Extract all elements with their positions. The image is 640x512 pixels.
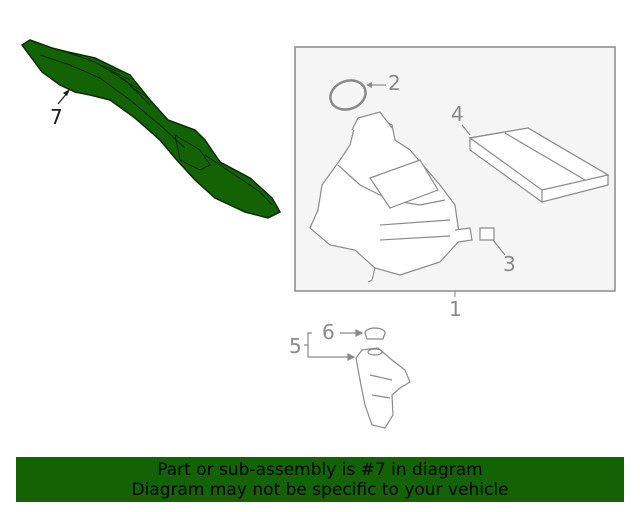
part-1-air-cleaner[interactable]	[309, 111, 495, 283]
banner-line-2: Diagram may not be specific to your vehi…	[131, 480, 509, 500]
part-7-intake-duct[interactable]	[20, 39, 282, 219]
part-2-seal-ring[interactable]	[326, 76, 369, 115]
callout-1[interactable]: 1	[449, 297, 462, 321]
part-5-bracket[interactable]	[355, 347, 411, 429]
bracket-5-leaders	[304, 329, 364, 361]
banner-line-1: Part or sub-assembly is #7 in diagram	[157, 460, 483, 480]
callout-3[interactable]: 3	[503, 252, 516, 276]
callout-6[interactable]: 6	[322, 320, 335, 344]
callout-7[interactable]: 7	[50, 105, 63, 129]
callout-2[interactable]: 2	[388, 71, 401, 95]
callout-5[interactable]: 5	[289, 334, 302, 358]
callout-4[interactable]: 4	[451, 102, 464, 126]
part-notice-banner: Part or sub-assembly is #7 in diagram Di…	[16, 457, 624, 502]
part-4-air-filter[interactable]	[468, 127, 610, 203]
part-6-grommet[interactable]	[364, 327, 386, 340]
